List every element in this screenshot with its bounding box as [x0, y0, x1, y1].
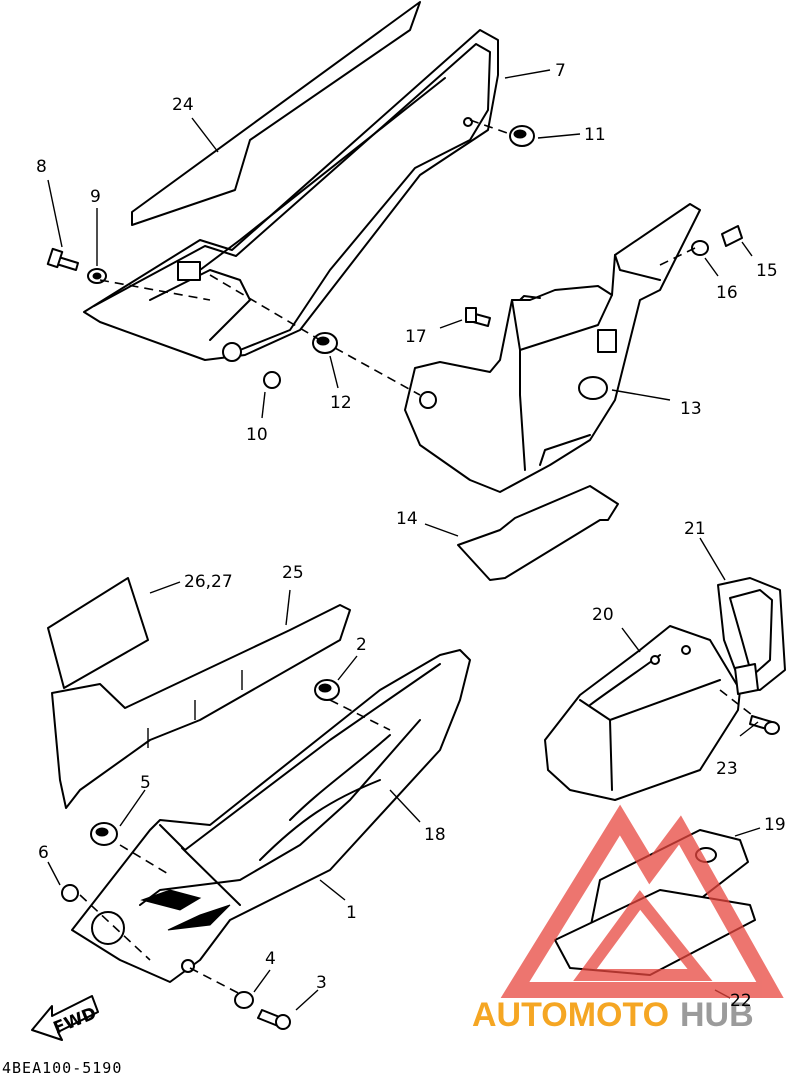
callout-24: 24: [172, 95, 194, 115]
fastener-23-bolt: [749, 715, 780, 735]
diagram-code: 4BEA100-5190: [2, 1059, 122, 1076]
callout-20: 20: [592, 605, 614, 625]
svg-text:AUTOMOTO: AUTOMOTO: [472, 996, 669, 1034]
callout-14: 14: [396, 509, 418, 529]
callout-7: 7: [555, 61, 566, 81]
fastener-11-grommet: [509, 125, 535, 147]
callout-17: 17: [405, 327, 427, 347]
callout-23: 23: [716, 759, 738, 779]
part-14-battery-pad: [457, 485, 619, 581]
assembly-lines: [79, 119, 753, 996]
watermark-text: AUTOMOTO HUB: [472, 996, 754, 1034]
callout-2: 2: [356, 635, 367, 655]
callout-11: 11: [584, 125, 606, 145]
fastener-3-bolt: [257, 1009, 291, 1030]
callout-3: 3: [316, 973, 327, 993]
fastener-16-washer: [691, 240, 709, 256]
callout-12: 12: [330, 393, 352, 413]
fwd-arrow-icon: FWD: [31, 995, 99, 1041]
part-1-lower-side-cover: [71, 649, 471, 983]
leader-lines: [47, 69, 761, 1011]
fastener-17-bolt: [465, 307, 491, 327]
callout-13: 13: [680, 399, 702, 419]
callout-16: 16: [716, 283, 738, 303]
fastener-4-collar: [234, 991, 254, 1009]
callout-labels: 24 7 11 8 9 10 12 13 15 16 17 14 26,27 2…: [36, 61, 786, 1011]
callout-25: 25: [282, 563, 304, 583]
fastener-15-bolt: [721, 225, 743, 247]
svg-text:HUB: HUB: [680, 996, 754, 1034]
callout-4: 4: [265, 949, 276, 969]
watermark-logo: [500, 804, 784, 998]
callout-22: 22: [730, 991, 752, 1011]
callout-5: 5: [140, 773, 151, 793]
fastener-12-grommet: [312, 332, 338, 354]
fastener-10-nut: [263, 371, 281, 389]
callout-21: 21: [684, 519, 706, 539]
callout-8: 8: [36, 157, 47, 177]
fastener-5-grommet: [90, 822, 118, 846]
part-24-upper-decal: [131, 1, 421, 226]
callout-26-27: 26,27: [184, 572, 233, 592]
part-20-tool-box: [544, 625, 741, 801]
callout-9: 9: [90, 187, 101, 207]
fastener-2-grommet: [314, 679, 340, 701]
part-25-lower-decal: [51, 604, 351, 809]
part-13-battery-box: [404, 203, 701, 493]
part-26-27-decal: [47, 577, 149, 689]
callout-6: 6: [38, 843, 49, 863]
callout-18: 18: [424, 825, 446, 845]
part-21-bracket: [717, 577, 786, 695]
callout-10: 10: [246, 425, 268, 445]
callout-19: 19: [764, 815, 786, 835]
callout-15: 15: [756, 261, 778, 281]
part-7-upper-side-cover: [83, 29, 499, 362]
fastener-6-collar: [61, 884, 79, 902]
callout-1: 1: [346, 903, 357, 923]
fastener-8-bolt: [46, 247, 79, 271]
